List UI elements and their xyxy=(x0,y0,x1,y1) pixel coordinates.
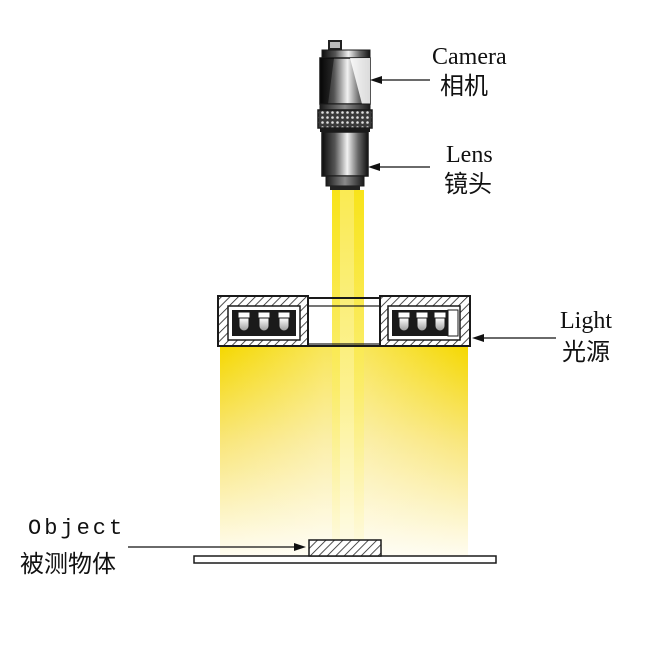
lens-label-cn: 镜头 xyxy=(444,170,492,198)
ring-light xyxy=(217,295,471,347)
led-left-1 xyxy=(237,311,251,332)
camera-pointer xyxy=(370,76,430,84)
lens-knurled-ring xyxy=(317,109,373,129)
camera-label-en: Camera xyxy=(432,44,507,70)
ring-light-aperture xyxy=(307,305,381,345)
labels: Camera 相机 Lens 镜头 Light 光源 Object 被测物体 xyxy=(20,44,612,578)
lens-label-en: Lens xyxy=(446,142,493,168)
led-right-3 xyxy=(433,311,447,332)
led-right-1 xyxy=(397,311,411,332)
object-stage xyxy=(193,539,497,564)
lens-barrel xyxy=(321,131,369,177)
camera-body xyxy=(319,40,371,111)
ring-light-left-section xyxy=(217,295,309,347)
lens-body xyxy=(317,109,373,190)
led-right-2 xyxy=(415,311,429,332)
stage-plate xyxy=(193,555,497,564)
object-label-en: Object xyxy=(28,516,125,541)
lens-pointer xyxy=(368,163,430,171)
object-pointer xyxy=(128,543,306,551)
led-left-2 xyxy=(257,311,271,332)
camera-label-cn: 相机 xyxy=(440,72,488,100)
light-pointer xyxy=(472,334,556,342)
camera-lens-beam xyxy=(332,190,364,558)
light-label-en: Light xyxy=(560,308,612,334)
test-object xyxy=(308,539,382,557)
light-beams xyxy=(220,190,468,558)
camera-lens-beam-highlight xyxy=(340,190,354,558)
object-label-cn: 被测物体 xyxy=(20,550,116,578)
pointer-arrows xyxy=(128,76,556,551)
led-left-3 xyxy=(277,311,291,332)
ring-light-right-section xyxy=(379,295,471,347)
light-label-cn: 光源 xyxy=(562,338,610,366)
